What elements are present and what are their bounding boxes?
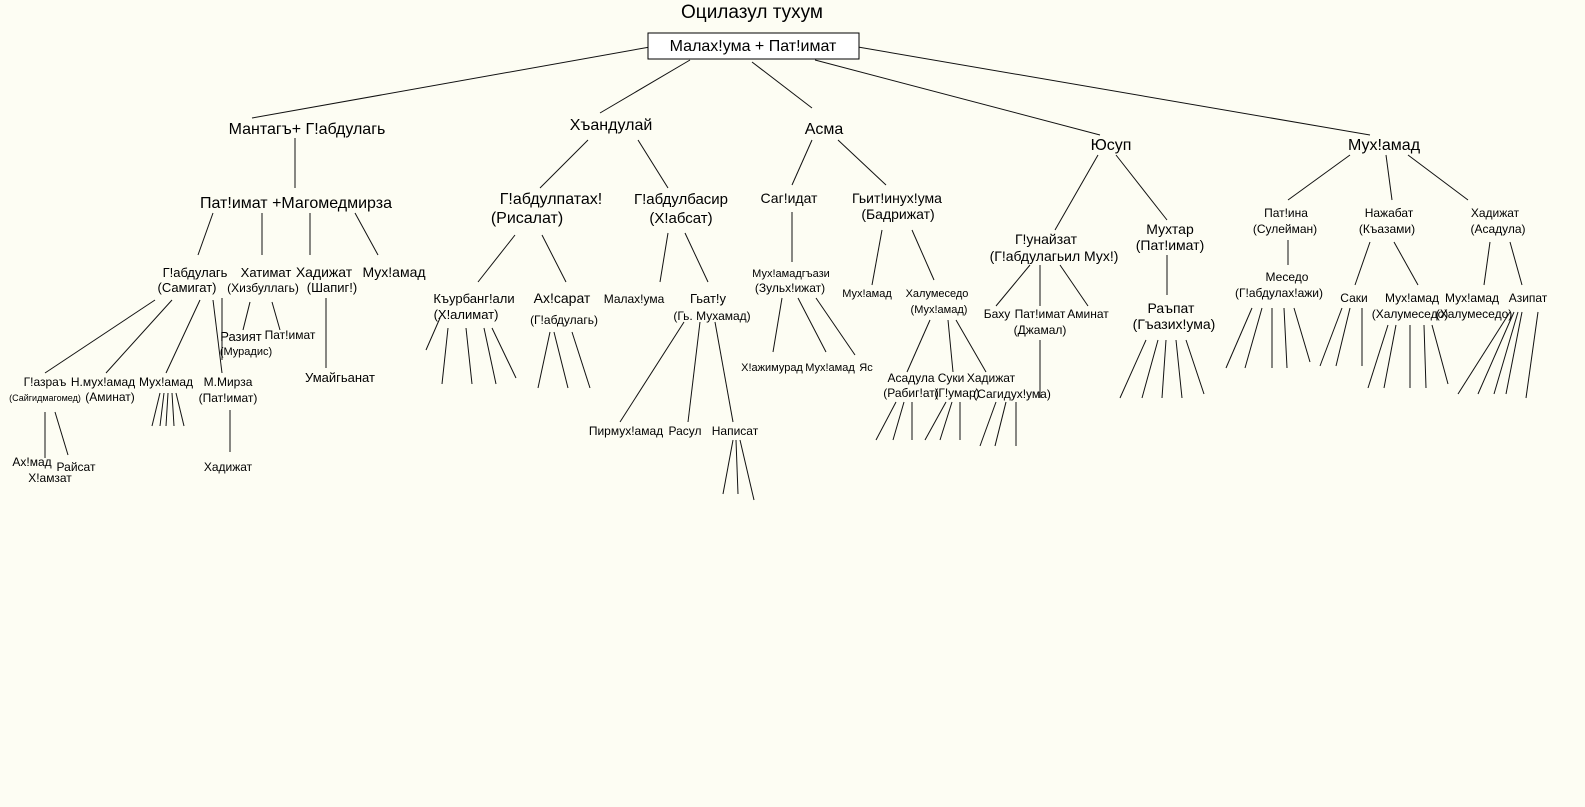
node-napisat: Написат [712, 424, 759, 438]
node-muhamad-c: Мух!амад [805, 362, 855, 374]
node-gunayzat: Г!унайзат [1015, 231, 1078, 247]
node-patina: Пат!ина [1264, 206, 1308, 220]
node-gitinuhuma: Гьит!инух!ума [852, 190, 942, 206]
node-gazra: Г!азраъ [24, 375, 67, 389]
root-box [647, 32, 860, 60]
node-muhtar-spouse: (Пат!имат) [1136, 237, 1205, 253]
node-mmirza-spouse: (Пат!имат) [199, 391, 258, 405]
node-muhamadgazi-spouse: (Зульх!ижат) [755, 281, 825, 295]
node-mesedo: Меседо [1266, 270, 1309, 284]
node-rasul: Расул [668, 424, 701, 438]
node-patimat-small: Пат!имат [265, 328, 316, 342]
node-patimat-j: Пат!имат [1015, 307, 1066, 321]
node-muhamad-f-spouse: (Халумеседо) [1436, 307, 1513, 321]
node-saki: Саки [1340, 291, 1367, 305]
page-title: Оцилазул тухум [681, 2, 823, 23]
node-gatu-spouse: (Гь. Мухамад) [673, 309, 750, 323]
node-abdulag: Г!абдулагь [163, 265, 228, 280]
node-mesedo-spouse: (Г!абдулах!ажи) [1235, 286, 1323, 300]
node-muhamad: Мух!амад [1348, 137, 1421, 154]
node-azipat: Азипат [1509, 291, 1548, 305]
node-muhamad-e: Мух!амад [1385, 291, 1439, 305]
node-gazra-spouse: (Сайгидмагомед) [9, 393, 81, 403]
node-muhamad-e-spouse: (Халумеседо) [1372, 307, 1449, 321]
node-muhtar: Мухтар [1146, 221, 1194, 237]
node-abdulag-spouse: (Самигат) [158, 280, 217, 295]
node-suki: Суки [938, 371, 965, 385]
node-hatimat: Хатимат [241, 265, 292, 280]
node-asadula-spouse: (Рабиг!ат) [883, 386, 938, 400]
node-handulay: Хъандулай [570, 117, 653, 134]
node-gatu: Гьат!у [690, 291, 727, 306]
node-raisat: Райсат [57, 460, 96, 474]
node-abdulpatah: Г!абдулпатах! [500, 191, 602, 208]
yusup-branch: Г!унайзат (Г!абдулагьил Мух!) Мухтар (Па… [984, 221, 1216, 337]
muhamad-branch: Пат!ина (Сулейман) Нажабат (Къазами) Хад… [1235, 206, 1548, 321]
node-muhamad-f: Мух!амад [1445, 291, 1499, 305]
node-kurbanali-spouse: (Х!алимат) [434, 307, 499, 322]
node-yas: Яс [859, 362, 873, 374]
node-nazhabat: Нажабат [1365, 206, 1414, 220]
asma-branch: Саг!идат Гьит!инух!ума (Бадрижат) Мух!ам… [741, 190, 1051, 401]
node-ahmad: Ах!мад [12, 455, 51, 469]
node-hatimat-spouse: (Хизбуллагь) [227, 281, 299, 295]
node-muhamad-d: Мух!амад [842, 288, 892, 300]
node-kurbanali: Къурбанг!али [433, 291, 514, 306]
node-ahsarat-spouse: (Г!абдулагь) [530, 313, 598, 327]
generation-1: Мантагъ+ Г!абдулагь Хъандулай Асма Юсуп … [229, 117, 1421, 154]
mantaga-branch: Пат!имат +Магомедмирза Г!абдулагь (Самиг… [9, 195, 425, 485]
node-abdulpatah-spouse: (Рисалат) [491, 210, 563, 227]
node-hamzat: Х!амзат [28, 471, 72, 485]
node-raziyat-spouse: (Мурадис) [220, 346, 272, 358]
node-mmirza: М.Мирза [204, 375, 253, 389]
node-malahuma: Малах!ума [604, 292, 665, 306]
node-mantaga: Мантагъ+ Г!абдулагь [229, 121, 386, 138]
node-bahu: Баху [984, 307, 1011, 321]
node-abdulbasir-spouse: (Х!абсат) [649, 210, 712, 227]
node-asadula: Асадула [887, 371, 934, 385]
node-hadijat-d-spouse: (Сагидух!ума) [973, 387, 1051, 401]
node-aminat: Аминат [1067, 307, 1109, 321]
node-suki-spouse: (Г!умар) [934, 386, 979, 400]
connector-lines [44, 46, 1539, 501]
node-patimat-magomedmirza: Пат!имат +Магомедмирза [200, 195, 392, 212]
node-nazhabat-spouse: (Къазами) [1359, 222, 1415, 236]
node-muhamad-a: Мух!амад [362, 264, 425, 280]
node-sagidat: Саг!идат [761, 190, 819, 206]
node-hadijat-e-spouse: (Асадула) [1470, 222, 1525, 236]
node-hajimurad: Х!ажимурад [741, 362, 803, 374]
node-asma: Асма [805, 121, 844, 138]
node-muhamad-b: Мух!амад [139, 375, 193, 389]
node-muhamadgazi: Мух!амадгъази [752, 268, 830, 280]
node-abdulbasir: Г!абдулбасир [634, 191, 728, 208]
node-nmuhamad-spouse: (Аминат) [85, 390, 134, 404]
node-raziyat: Разият [220, 329, 262, 344]
node-hadijat: Хадижат [296, 264, 353, 280]
node-umaygant: Умайгьанат [305, 370, 375, 385]
node-hadijat-spouse: (Шапиг!) [307, 280, 357, 295]
node-halumesedo: Халумеседо [906, 288, 969, 300]
node-yusup: Юсуп [1091, 137, 1132, 154]
node-ahsarat: Ах!сарат [534, 290, 591, 306]
node-hadijat-c: Хадижат [204, 460, 253, 474]
node-gitinuhuma-spouse: (Бадрижат) [861, 206, 934, 222]
node-hadijat-e: Хадижат [1471, 206, 1520, 220]
node-gunayzat-spouse: (Г!абдулагьил Мух!) [990, 248, 1119, 264]
node-nmuhamad: Н.мух!амад [71, 375, 135, 389]
node-patina-spouse: (Сулейман) [1253, 222, 1317, 236]
root-couple: Малах!ума + Пат!имат [670, 38, 837, 55]
node-pirmuhamad: Пирмух!амад [589, 424, 663, 438]
node-rapat-spouse: (Гъазих!ума) [1133, 316, 1216, 332]
node-hadijat-d: Хадижат [967, 371, 1016, 385]
node-rapat: Раъпат [1148, 300, 1195, 316]
node-patimat-j-spouse: (Джамал) [1014, 323, 1067, 337]
handulay-branch: Г!абдулпатах! (Рисалат) Г!абдулбасир (Х!… [433, 191, 758, 438]
node-halumesedo-spouse: (Мух!амад) [911, 304, 968, 316]
